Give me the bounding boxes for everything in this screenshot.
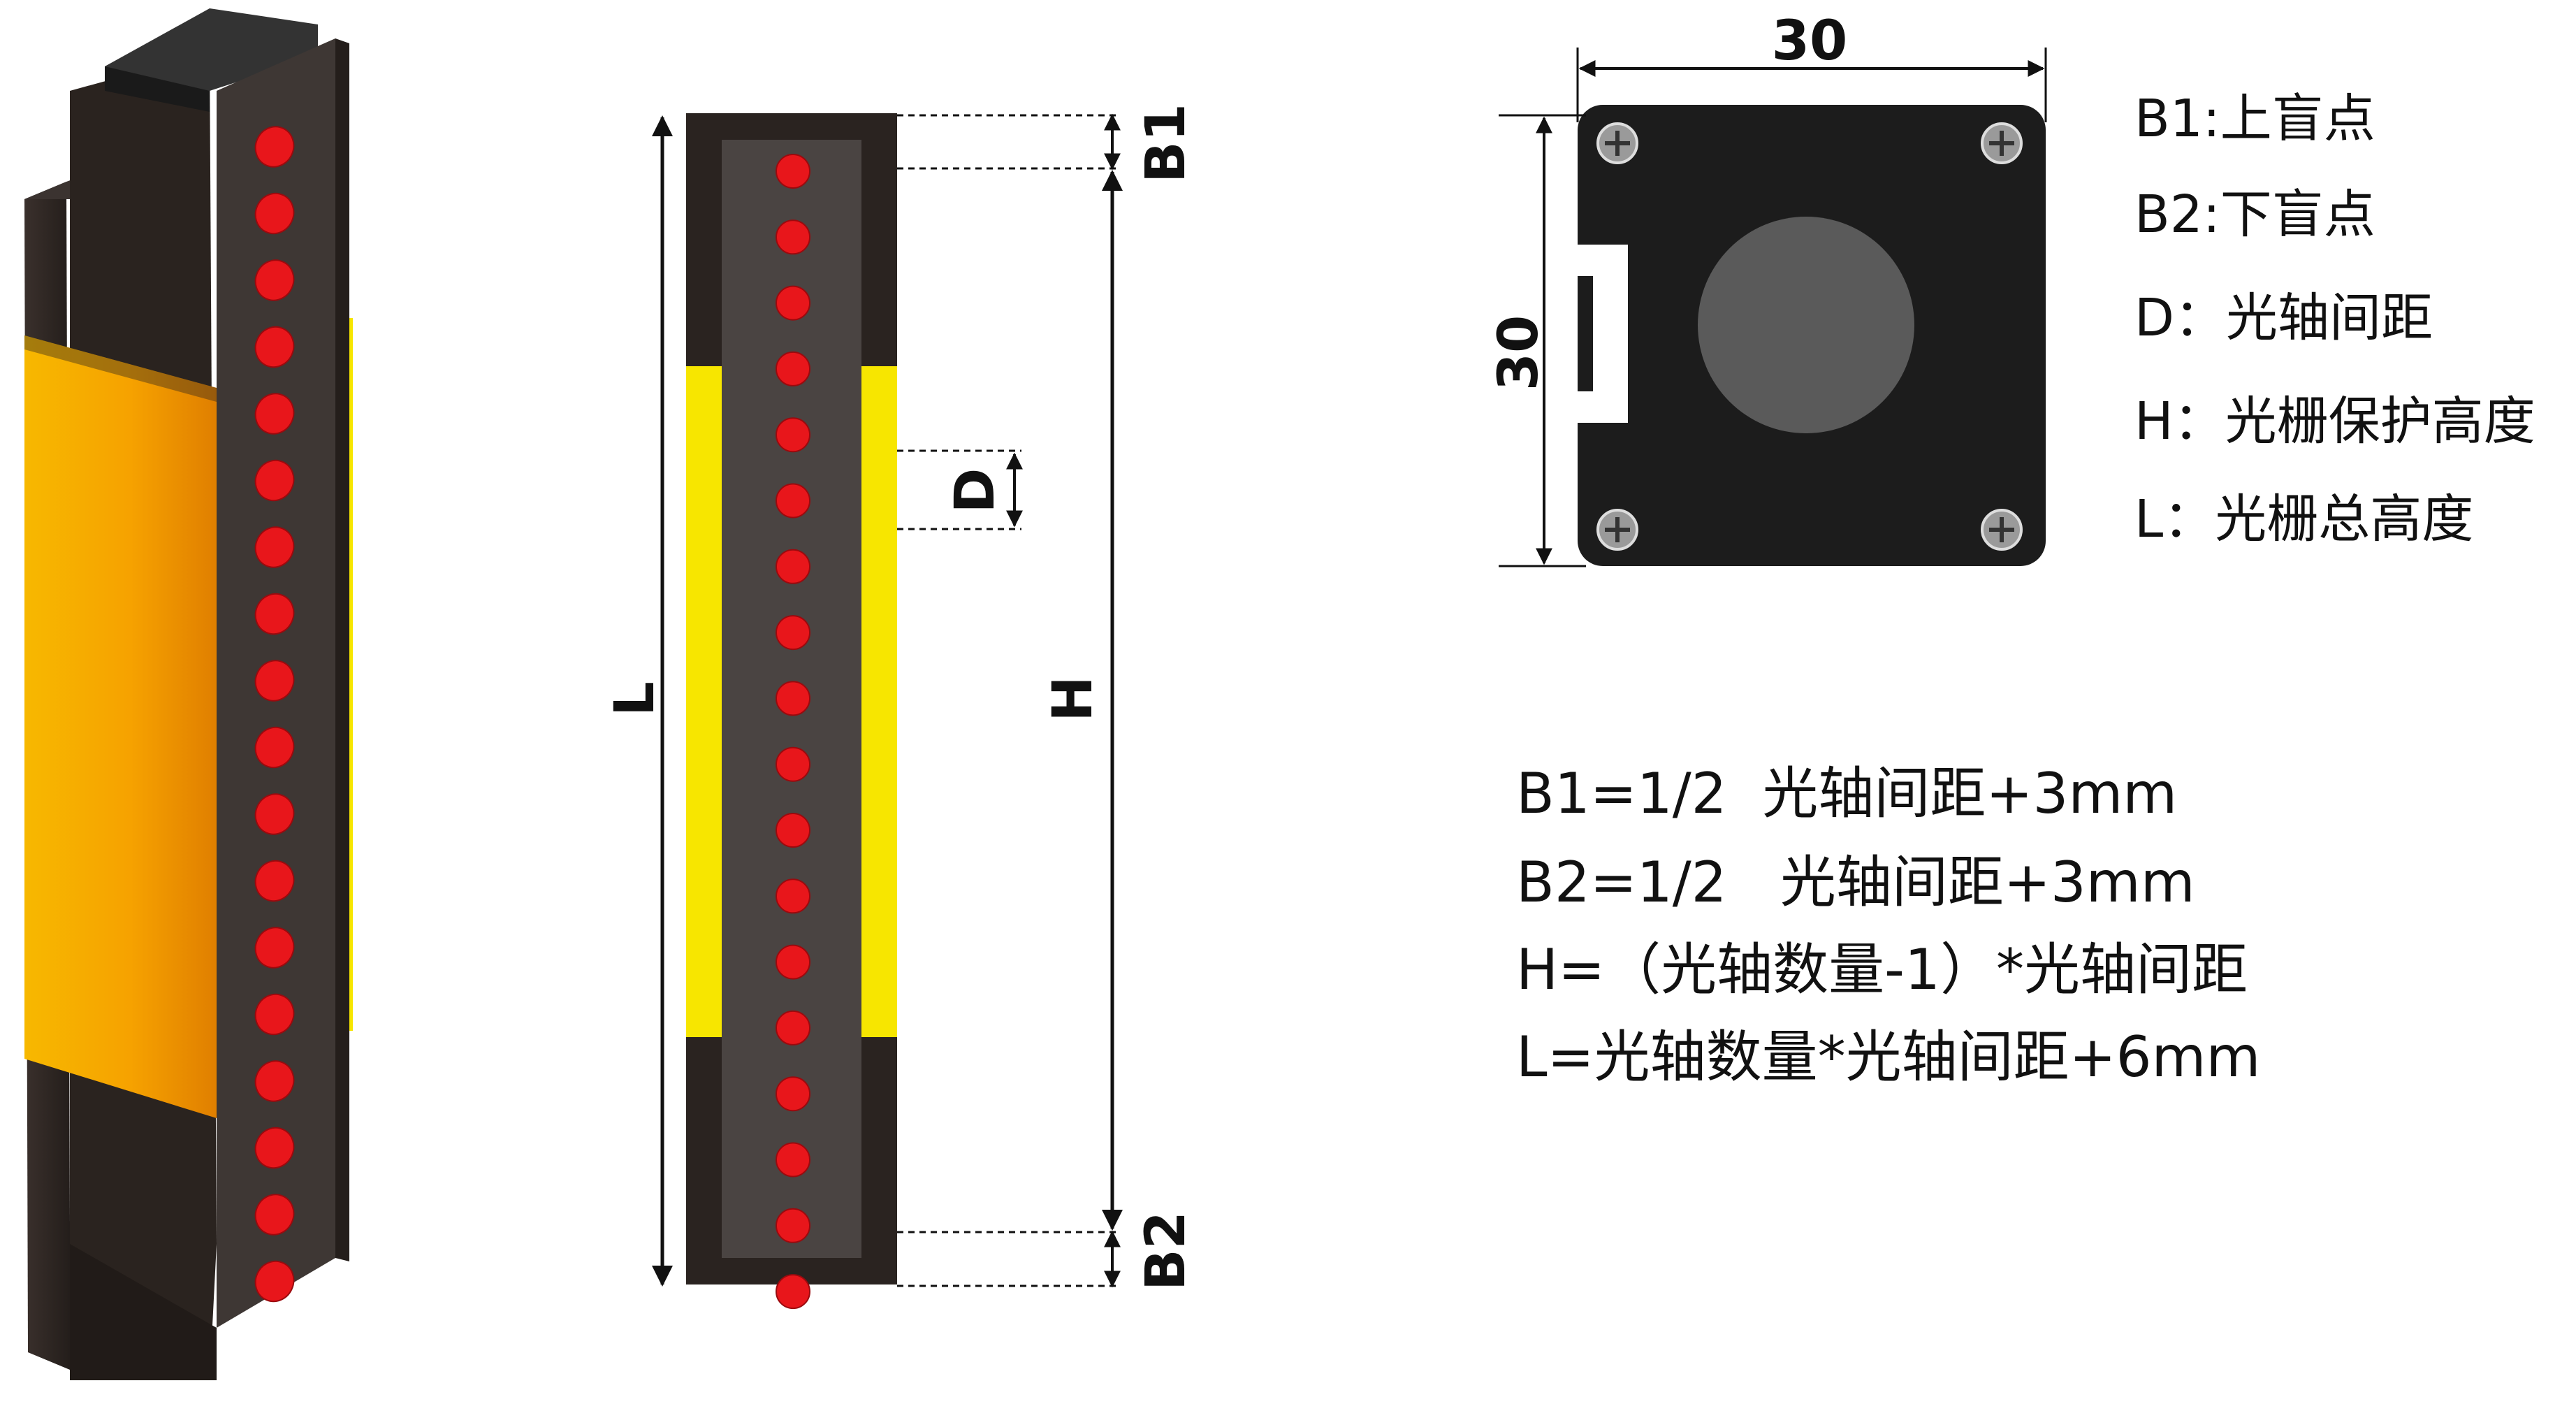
led-dot-icon: [254, 126, 295, 168]
top-cap-face: [105, 66, 210, 112]
led-dot-icon: [776, 813, 810, 848]
h-dimension-label: H: [1042, 676, 1105, 721]
product-front-view: L B1 H D B2: [604, 103, 1198, 1310]
screw-bottom-left-icon: [1596, 509, 1638, 551]
mounting-slot: [1578, 245, 1628, 423]
formula-b2: B2=1/2 光轴间距+3mm: [1516, 850, 2195, 915]
product-3d-view: [24, 8, 353, 1380]
lens-window: [1698, 217, 1914, 433]
formula-b1: B1=1/2 光轴间距+3mm: [1516, 761, 2177, 826]
screw-top-left-icon: [1596, 122, 1638, 164]
legend-l: L：光栅总高度: [2134, 489, 2473, 549]
led-dot-icon: [254, 259, 295, 301]
led-dot-icon: [254, 593, 295, 635]
height-dimension-label: 30: [1487, 315, 1550, 391]
led-dot-icon: [254, 927, 295, 969]
screw-bottom-right-icon: [1981, 509, 2023, 551]
amber-band-top-edge: [24, 335, 217, 402]
led-column-front: [776, 154, 810, 1310]
legend-b2: B2:下盲点: [2134, 184, 2375, 245]
width-dimension-label: 30: [1772, 10, 1848, 73]
l-dimension-label: L: [604, 681, 667, 716]
d-dimension-label: D: [944, 468, 1007, 514]
led-dot-icon: [254, 1194, 295, 1236]
led-dot-icon: [254, 1127, 295, 1169]
led-dot-icon: [254, 1060, 295, 1102]
formula-l: L=光轴数量*光轴间距+6mm: [1516, 1025, 2260, 1090]
legend-d: D：光轴间距: [2134, 288, 2433, 348]
led-dot-icon: [254, 793, 295, 835]
led-dot-icon: [776, 1274, 810, 1310]
legend-b1: B1:上盲点: [2134, 89, 2375, 149]
led-dot-icon: [254, 393, 295, 435]
led-dot-icon: [776, 746, 810, 782]
led-dot-icon: [254, 726, 295, 769]
led-dot-icon: [776, 681, 810, 716]
led-dot-icon: [776, 1010, 810, 1045]
led-dot-icon: [776, 417, 810, 453]
led-dot-icon: [776, 483, 810, 519]
led-dot-icon: [776, 615, 810, 651]
led-dot-icon: [776, 1208, 810, 1243]
led-dot-icon: [776, 944, 810, 980]
formulas: B1=1/2 光轴间距+3mm B2=1/2 光轴间距+3mm H=（光轴数量-…: [1516, 761, 2260, 1090]
end-view: 30 30: [1487, 10, 2047, 567]
front-yellow-left: [686, 366, 722, 1037]
led-dot-icon: [254, 660, 295, 702]
formula-h: H=（光轴数量-1）*光轴间距: [1516, 937, 2248, 1002]
bottom-end-cap: [70, 1244, 217, 1380]
led-dot-icon: [254, 192, 295, 235]
led-dot-icon: [254, 526, 295, 568]
led-dot-icon: [254, 326, 295, 368]
led-dot-icon: [776, 549, 810, 584]
led-dot-icon: [776, 878, 810, 914]
led-dot-icon: [776, 351, 810, 386]
legend: B1:上盲点 B2:下盲点 D：光轴间距 H：光栅保护高度 L：光栅总高度: [2134, 89, 2535, 549]
legend-h: H：光栅保护高度: [2134, 391, 2535, 451]
led-dot-icon: [254, 993, 295, 1036]
b2-dimension-label: B2: [1135, 1211, 1198, 1291]
front-yellow-right: [861, 366, 897, 1037]
led-dot-icon: [776, 1076, 810, 1112]
led-dot-icon: [254, 1260, 295, 1303]
led-dot-icon: [776, 1142, 810, 1178]
lens-panel-edge: [335, 38, 349, 1261]
led-dot-icon: [776, 219, 810, 255]
led-dot-icon: [776, 154, 810, 189]
led-dot-icon: [254, 860, 295, 902]
led-column-3d: [254, 126, 295, 1303]
amber-band: [24, 335, 217, 1118]
screw-top-right-icon: [1981, 122, 2023, 164]
b1-dimension-label: B1: [1135, 103, 1198, 183]
led-dot-icon: [254, 459, 295, 502]
led-dot-icon: [776, 285, 810, 321]
